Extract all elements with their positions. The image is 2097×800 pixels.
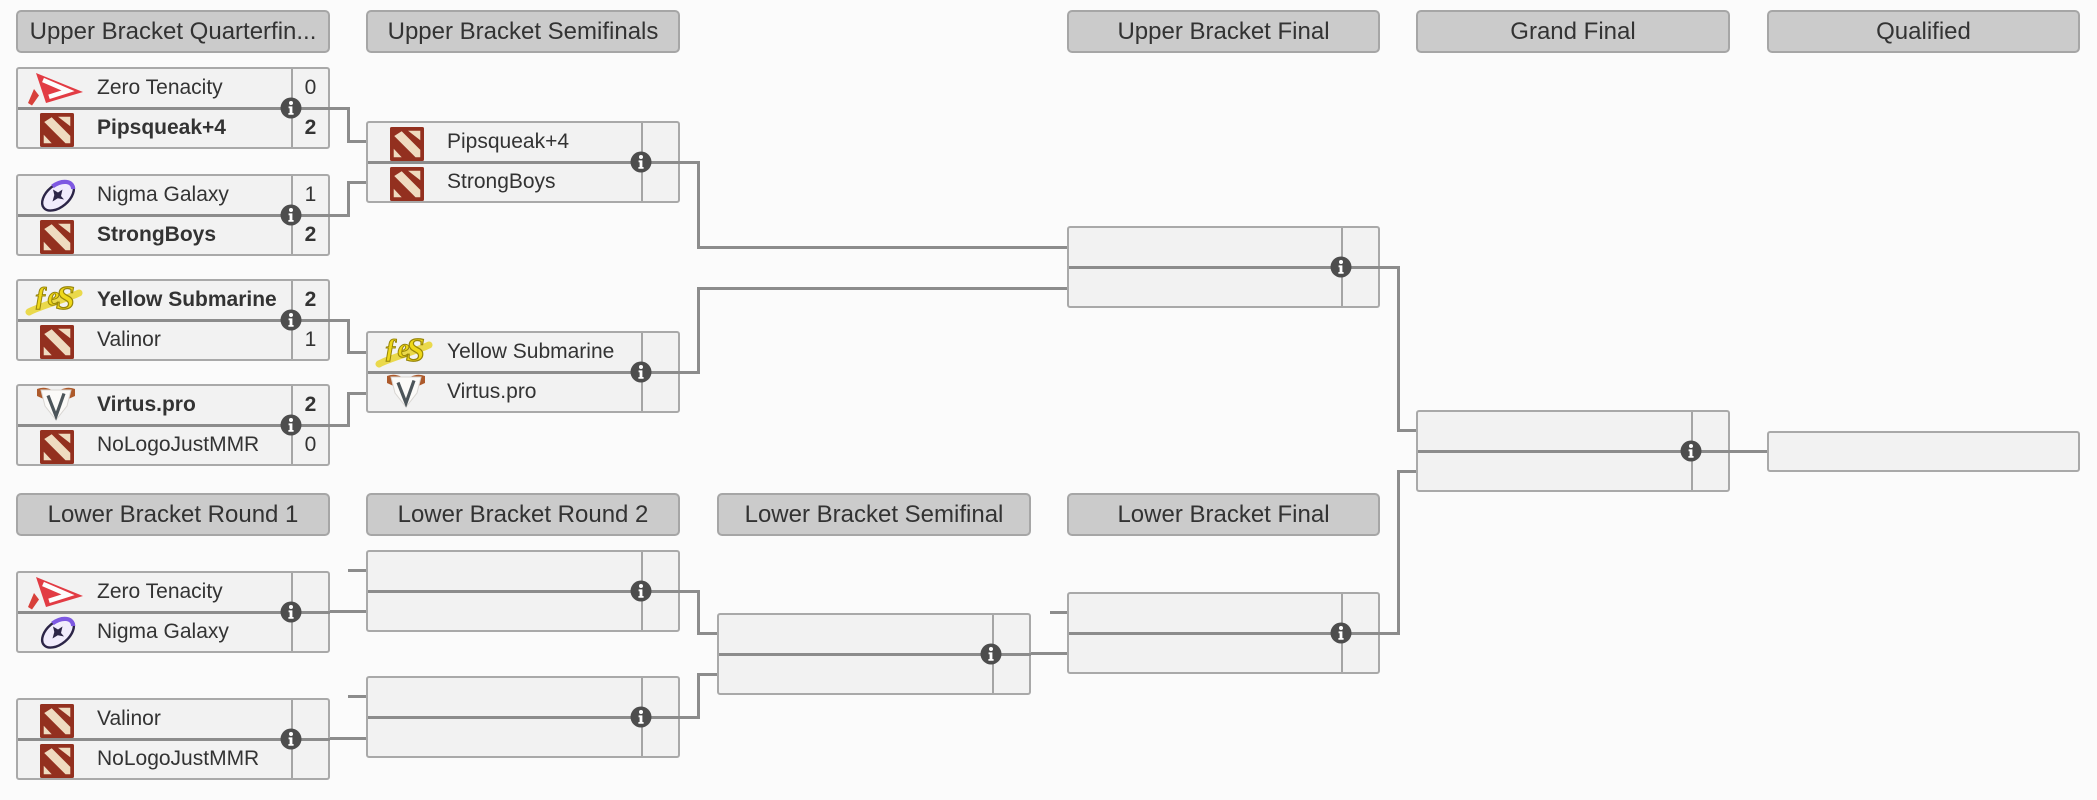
svg-text:ƒe: ƒe [34,282,60,311]
svg-text:ƒe: ƒe [384,334,410,363]
svg-text:S: S [56,282,75,317]
svg-text:S: S [406,334,425,369]
